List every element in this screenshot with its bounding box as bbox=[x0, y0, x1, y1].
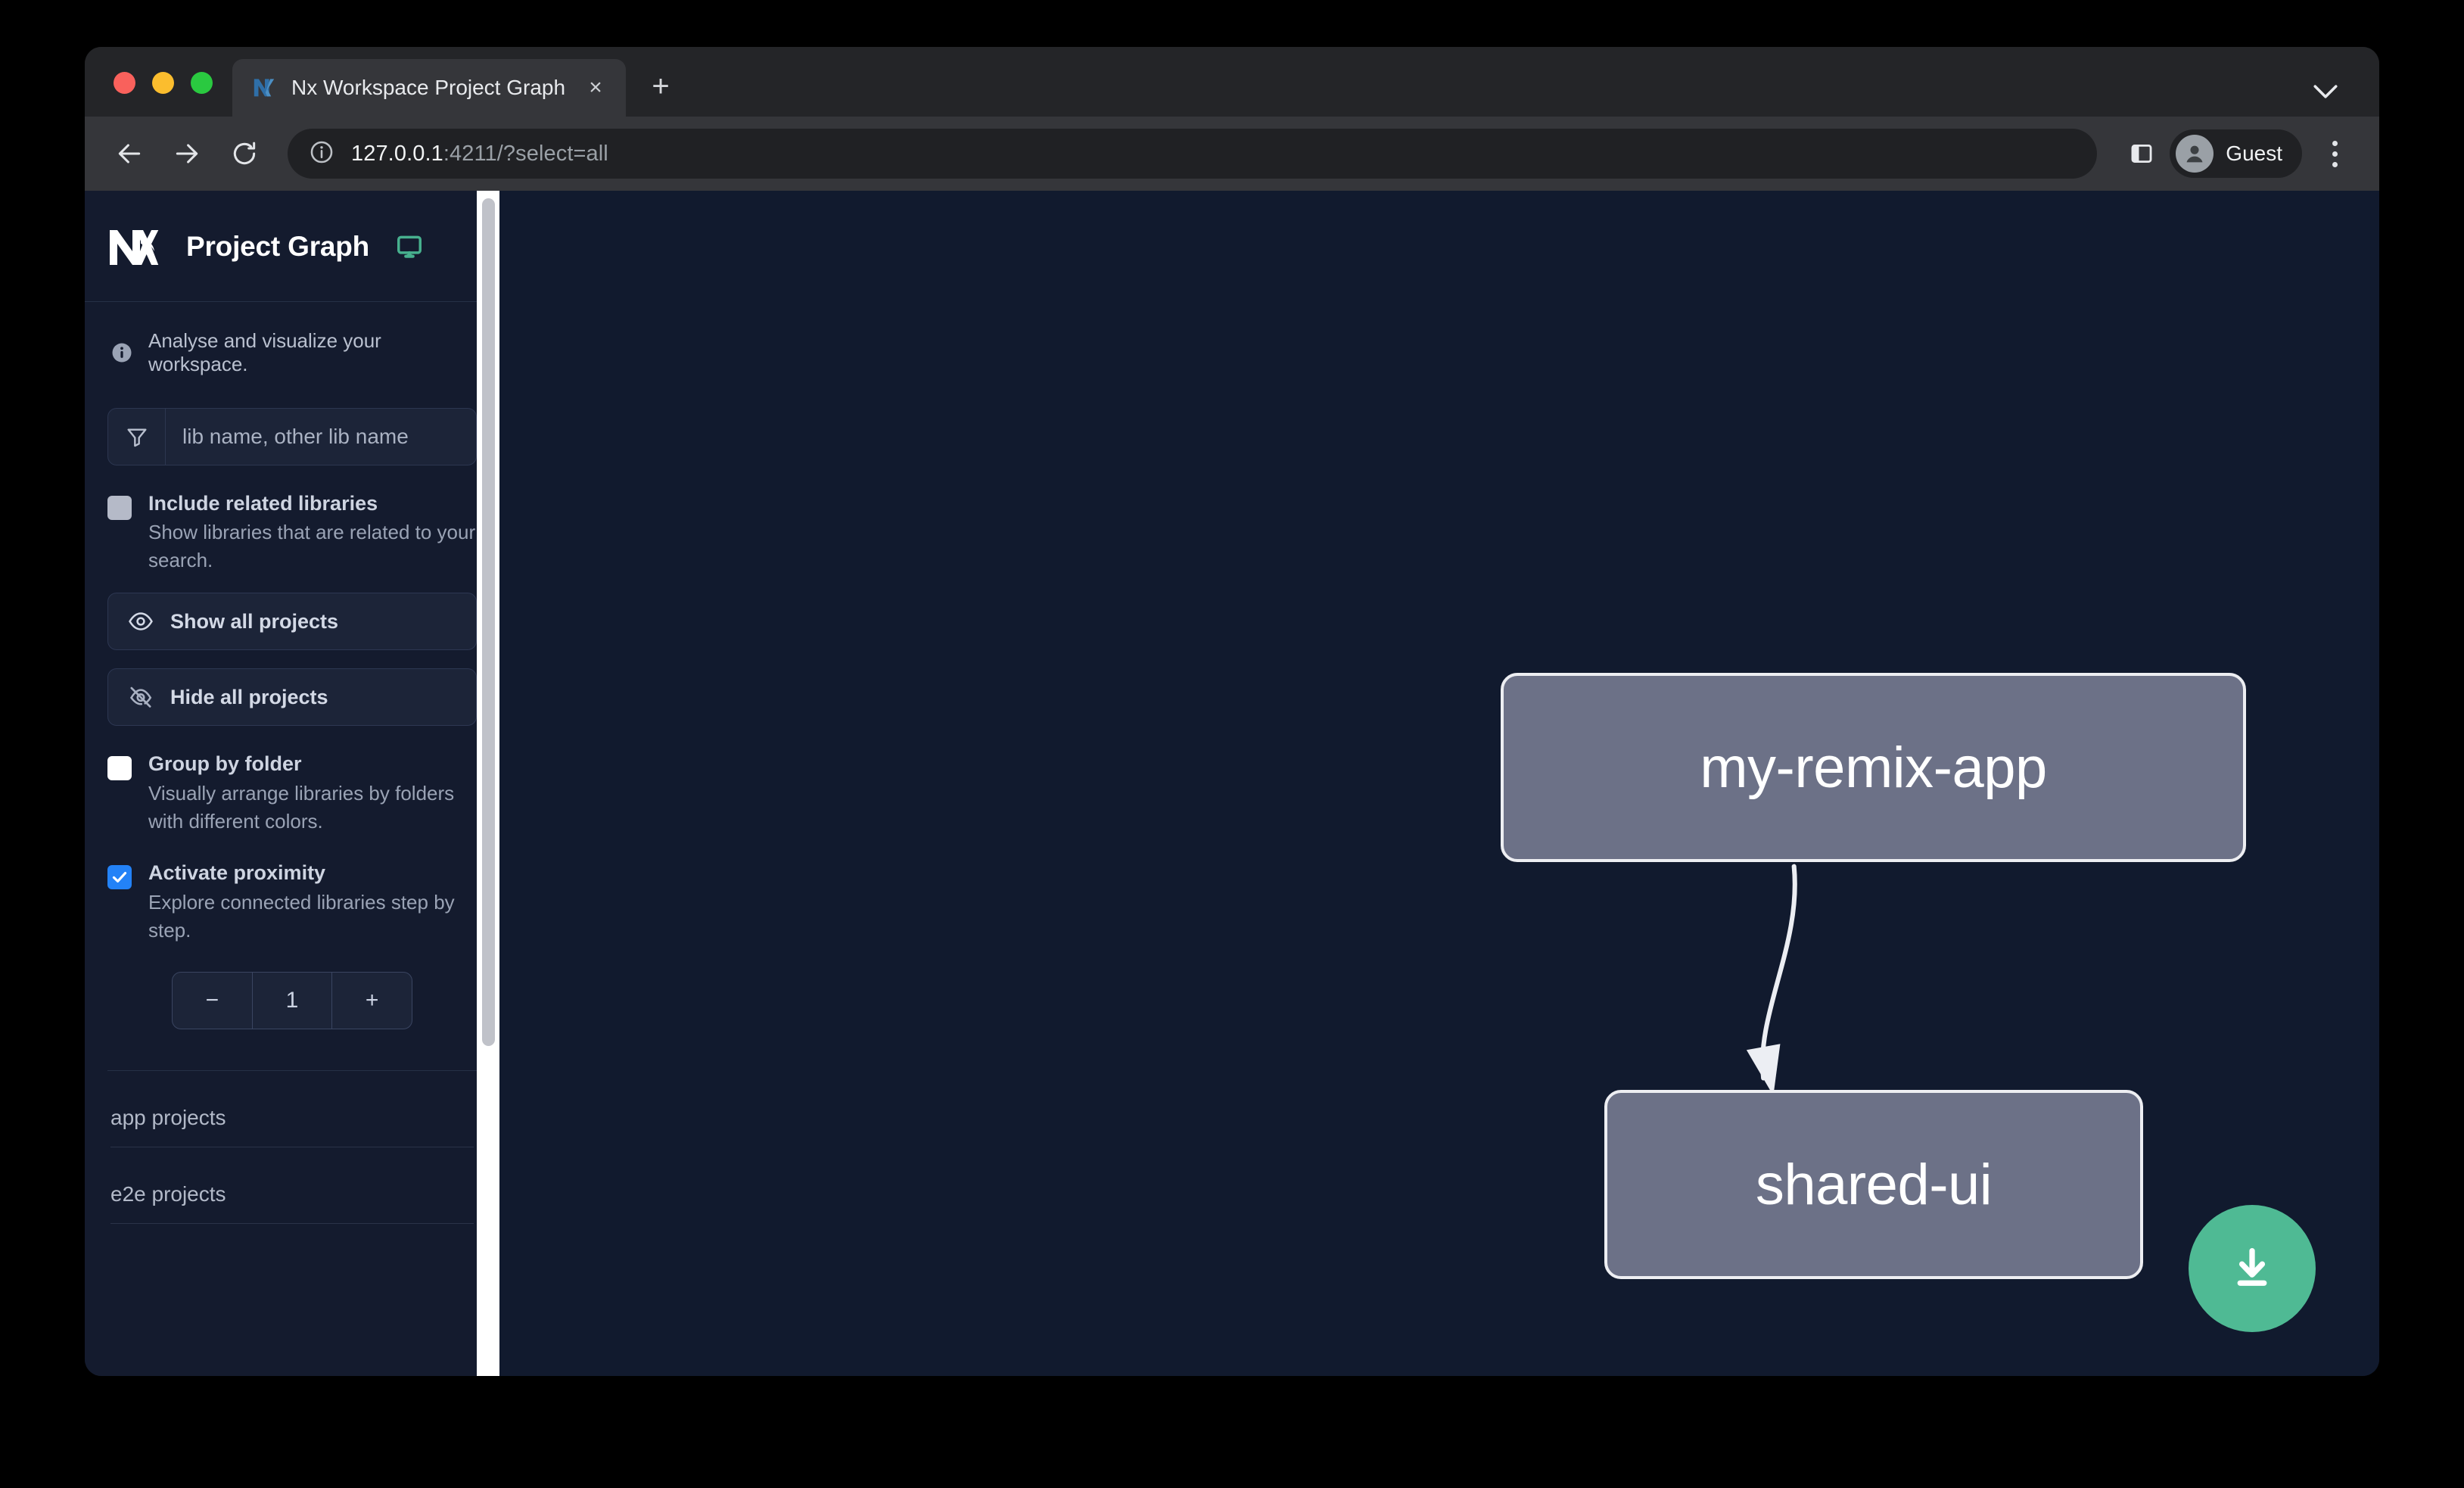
search-input[interactable] bbox=[166, 425, 476, 449]
scrollbar-thumb[interactable] bbox=[482, 198, 495, 1046]
info-circle-icon[interactable] bbox=[309, 139, 334, 169]
option-description: Show libraries that are related to your … bbox=[148, 521, 476, 572]
browser-toolbar: 127.0.0.1:4211/?select=all Guest bbox=[85, 117, 2379, 191]
three-dot-menu-icon[interactable] bbox=[2313, 129, 2357, 179]
info-icon bbox=[110, 341, 133, 364]
option-include-related-libraries[interactable]: Include related libraries Show libraries… bbox=[107, 491, 477, 574]
toolbar-right-group: Guest bbox=[2118, 129, 2357, 179]
stepper-increment-button[interactable]: + bbox=[331, 972, 412, 1029]
section-e2e-projects[interactable]: e2e projects bbox=[110, 1147, 474, 1224]
forward-arrow-icon[interactable] bbox=[162, 129, 212, 179]
url-path: :4211/?select=all bbox=[443, 141, 608, 166]
nx-logo-icon bbox=[107, 226, 163, 268]
option-description: Explore connected libraries step by step… bbox=[148, 890, 455, 942]
close-icon[interactable]: × bbox=[589, 75, 602, 100]
option-description: Visually arrange libraries by folders wi… bbox=[148, 781, 455, 833]
chevron-down-icon[interactable] bbox=[2313, 83, 2338, 100]
option-label: Include related libraries bbox=[148, 492, 378, 515]
nx-favicon-icon bbox=[252, 75, 278, 101]
new-tab-button[interactable]: + bbox=[652, 69, 670, 103]
sidebar-body: Include related libraries Show libraries… bbox=[85, 399, 499, 1071]
hide-all-projects-button[interactable]: Hide all projects bbox=[107, 668, 477, 727]
sidebar-note: Analyse and visualize your workspace. bbox=[85, 302, 499, 399]
graph-node-shared-ui[interactable]: shared-ui bbox=[1604, 1090, 2143, 1279]
option-label: Group by folder bbox=[148, 752, 302, 776]
eye-off-icon bbox=[128, 684, 154, 710]
project-graph-canvas[interactable]: my-remix-app shared-ui bbox=[499, 191, 2379, 1376]
button-label: Show all projects bbox=[170, 609, 339, 633]
option-group-by-folder[interactable]: Group by folder Visually arrange librari… bbox=[107, 752, 477, 835]
tab-title: Nx Workspace Project Graph bbox=[291, 76, 566, 99]
proximity-stepper: − 1 + bbox=[172, 971, 412, 1029]
tab-strip: Nx Workspace Project Graph × + bbox=[85, 47, 2379, 117]
window-traffic-lights bbox=[85, 72, 232, 117]
download-graph-button[interactable] bbox=[2189, 1205, 2316, 1332]
sidebar-header: Project Graph bbox=[85, 191, 499, 302]
sidebar-scrollbar[interactable] bbox=[477, 191, 499, 1376]
profile-name: Guest bbox=[2226, 142, 2282, 165]
edge-my-remix-app-to-shared-ui bbox=[1760, 864, 1797, 1081]
minimize-window-button[interactable] bbox=[152, 72, 174, 94]
stepper-decrement-button[interactable]: − bbox=[205, 987, 219, 1013]
browser-tab[interactable]: Nx Workspace Project Graph × bbox=[232, 59, 627, 117]
close-window-button[interactable] bbox=[114, 72, 135, 94]
browser-window: Nx Workspace Project Graph × + bbox=[85, 47, 2379, 1376]
url-host: 127.0.0.1 bbox=[351, 141, 443, 166]
profile-button[interactable]: Guest bbox=[2170, 129, 2302, 178]
page-title: Project Graph bbox=[186, 231, 370, 262]
section-app-projects[interactable]: app projects bbox=[110, 1071, 474, 1147]
filter-funnel-icon bbox=[108, 409, 166, 465]
project-sections: app projects e2e projects bbox=[85, 1071, 499, 1224]
sidebar-note-text: Analyse and visualize your workspace. bbox=[148, 329, 381, 375]
filter-search-box[interactable] bbox=[107, 408, 477, 465]
eye-icon bbox=[128, 609, 154, 634]
checkbox-activate-proximity[interactable] bbox=[107, 865, 132, 890]
sidebar-divider bbox=[107, 1069, 477, 1071]
reload-icon[interactable] bbox=[219, 129, 269, 179]
edge-arrowhead bbox=[1746, 1044, 1781, 1096]
page-content: Project Graph Analy bbox=[85, 191, 2379, 1376]
download-icon bbox=[2237, 1248, 2267, 1286]
monitor-icon[interactable] bbox=[395, 232, 424, 261]
side-panel-icon[interactable] bbox=[2118, 130, 2165, 177]
sidebar: Project Graph Analy bbox=[85, 191, 499, 1376]
avatar bbox=[2176, 135, 2214, 173]
stepper-value: 1 bbox=[251, 972, 332, 1029]
checkbox-include-related-libraries[interactable] bbox=[107, 496, 132, 520]
graph-node-my-remix-app[interactable]: my-remix-app bbox=[1501, 673, 2246, 862]
option-activate-proximity[interactable]: Activate proximity Explore connected lib… bbox=[107, 861, 477, 944]
option-label: Activate proximity bbox=[148, 861, 326, 885]
back-arrow-icon[interactable] bbox=[104, 129, 154, 179]
show-all-projects-button[interactable]: Show all projects bbox=[107, 593, 477, 651]
maximize-window-button[interactable] bbox=[191, 72, 213, 94]
url-text: 127.0.0.1:4211/?select=all bbox=[351, 142, 608, 167]
checkbox-group-by-folder[interactable] bbox=[107, 756, 132, 781]
address-bar[interactable]: 127.0.0.1:4211/?select=all bbox=[288, 129, 2098, 179]
button-label: Hide all projects bbox=[170, 685, 328, 708]
